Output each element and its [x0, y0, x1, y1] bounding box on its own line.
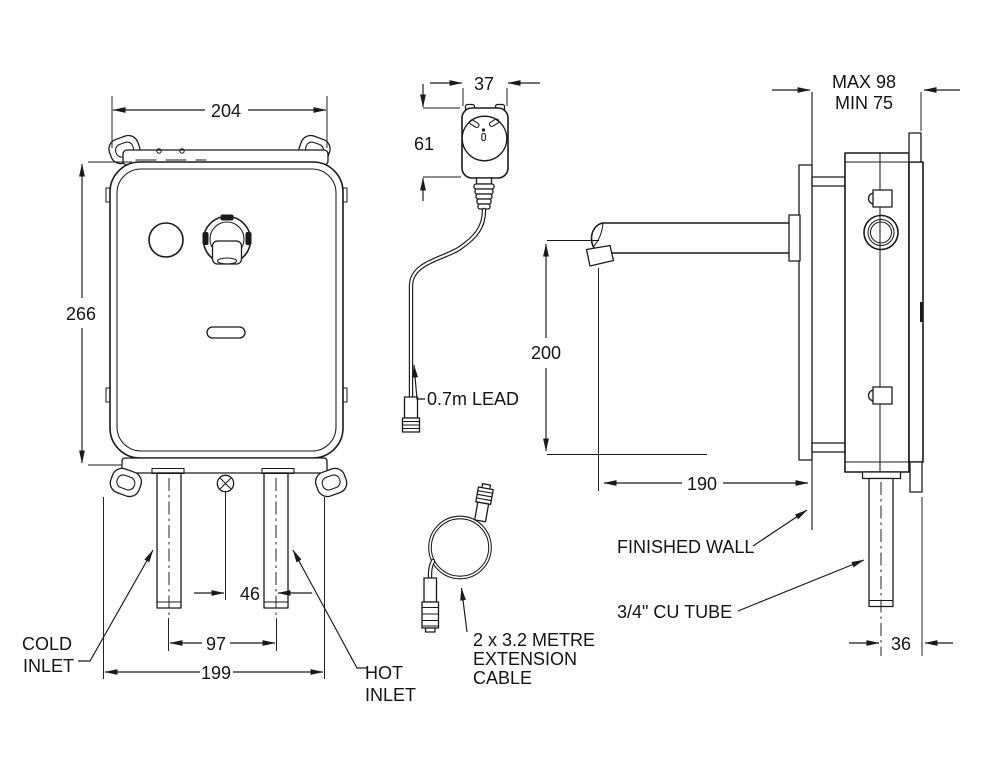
dim-center-to-hot-inlet: 46 — [194, 492, 312, 604]
fixing-screw — [216, 474, 235, 493]
lead-connector — [401, 396, 421, 433]
svg-text:46: 46 — [240, 584, 260, 604]
front-view: 204 266 46 97 199 — [22, 96, 416, 705]
dim-tube-offset: 36 — [849, 497, 953, 656]
svg-text:190: 190 — [687, 474, 717, 494]
svg-text:HOT: HOT — [365, 663, 403, 683]
mounting-ear-bottom-right — [314, 467, 348, 498]
cable-coil — [428, 515, 492, 580]
svg-text:MAX 98: MAX 98 — [832, 72, 896, 92]
spout-sensor — [585, 244, 615, 267]
dim-wall-depth: MAX 98 MIN 75 — [772, 72, 960, 131]
sensor-window — [148, 222, 184, 258]
coil-top-connector — [474, 483, 494, 523]
hot-inlet-pipe — [263, 472, 289, 609]
svg-text:199: 199 — [201, 663, 231, 683]
svg-text:MIN 75: MIN 75 — [835, 93, 893, 113]
power-plug-group: 37 61 0.7m LEAD — [401, 74, 540, 433]
svg-text:CABLE: CABLE — [473, 668, 532, 688]
svg-text:61: 61 — [414, 134, 434, 154]
svg-text:200: 200 — [531, 343, 561, 363]
svg-text:COLD: COLD — [22, 634, 72, 654]
wall-plate — [798, 164, 813, 461]
dim-spout-height: 200 — [531, 240, 707, 455]
control-box-cover — [109, 161, 344, 459]
lead-cable — [408, 207, 487, 400]
side-view: MAX 98 MIN 75 200 190 36 FINISHED WALL — [531, 72, 960, 656]
plug-face — [461, 115, 508, 162]
svg-text:204: 204 — [211, 101, 241, 121]
mounting-ear-bottom-left — [109, 467, 143, 498]
control-dial — [202, 214, 252, 265]
svg-text:2 x 3.2 METRE: 2 x 3.2 METRE — [473, 630, 595, 650]
extension-cable-group: 2 x 3.2 METRE EXTENSION CABLE — [421, 483, 595, 688]
box-tab-top — [908, 132, 922, 163]
dim-plug-height: 61 — [414, 84, 461, 201]
box-tab-bottom — [909, 461, 923, 493]
svg-text:INLET: INLET — [365, 685, 416, 705]
coil-bottom-connector — [421, 577, 440, 633]
dim-inlet-centers: 97 — [168, 618, 277, 654]
svg-text:FINISHED WALL: FINISHED WALL — [617, 537, 754, 557]
spout-flange — [788, 214, 801, 262]
svg-text:0.7m LEAD: 0.7m LEAD — [427, 389, 519, 409]
cu-tube — [861, 471, 902, 656]
svg-text:36: 36 — [891, 634, 911, 654]
cold-inlet-label: COLD INLET — [22, 549, 154, 676]
indicator-slot — [206, 326, 246, 339]
dim-plug-width: 37 — [430, 74, 540, 106]
hot-inlet-label: HOT INLET — [292, 549, 416, 705]
dim-plate-width: 204 — [111, 96, 328, 148]
svg-text:37: 37 — [474, 74, 494, 94]
dim-body-height: 266 — [66, 161, 132, 466]
dim-spout-reach: 190 — [598, 268, 809, 494]
strain-relief — [473, 177, 495, 210]
lead-length-label: 0.7m LEAD — [412, 364, 519, 409]
dial-boss-side — [863, 214, 899, 251]
dim-inlet-overall: 199 — [103, 497, 325, 683]
svg-text:INLET: INLET — [23, 656, 74, 676]
cold-inlet-pipe — [156, 472, 182, 609]
svg-text:3/4" CU TUBE: 3/4" CU TUBE — [617, 602, 732, 622]
finished-wall-label: FINISHED WALL — [617, 509, 808, 557]
svg-text:EXTENSION: EXTENSION — [473, 649, 577, 669]
svg-text:266: 266 — [66, 304, 96, 324]
spout — [585, 214, 801, 267]
cu-tube-label: 3/4" CU TUBE — [617, 559, 865, 622]
backplate-bottom-strip — [121, 457, 328, 474]
svg-text:97: 97 — [206, 634, 226, 654]
extension-cable-label: 2 x 3.2 METRE EXTENSION CABLE — [460, 587, 595, 688]
